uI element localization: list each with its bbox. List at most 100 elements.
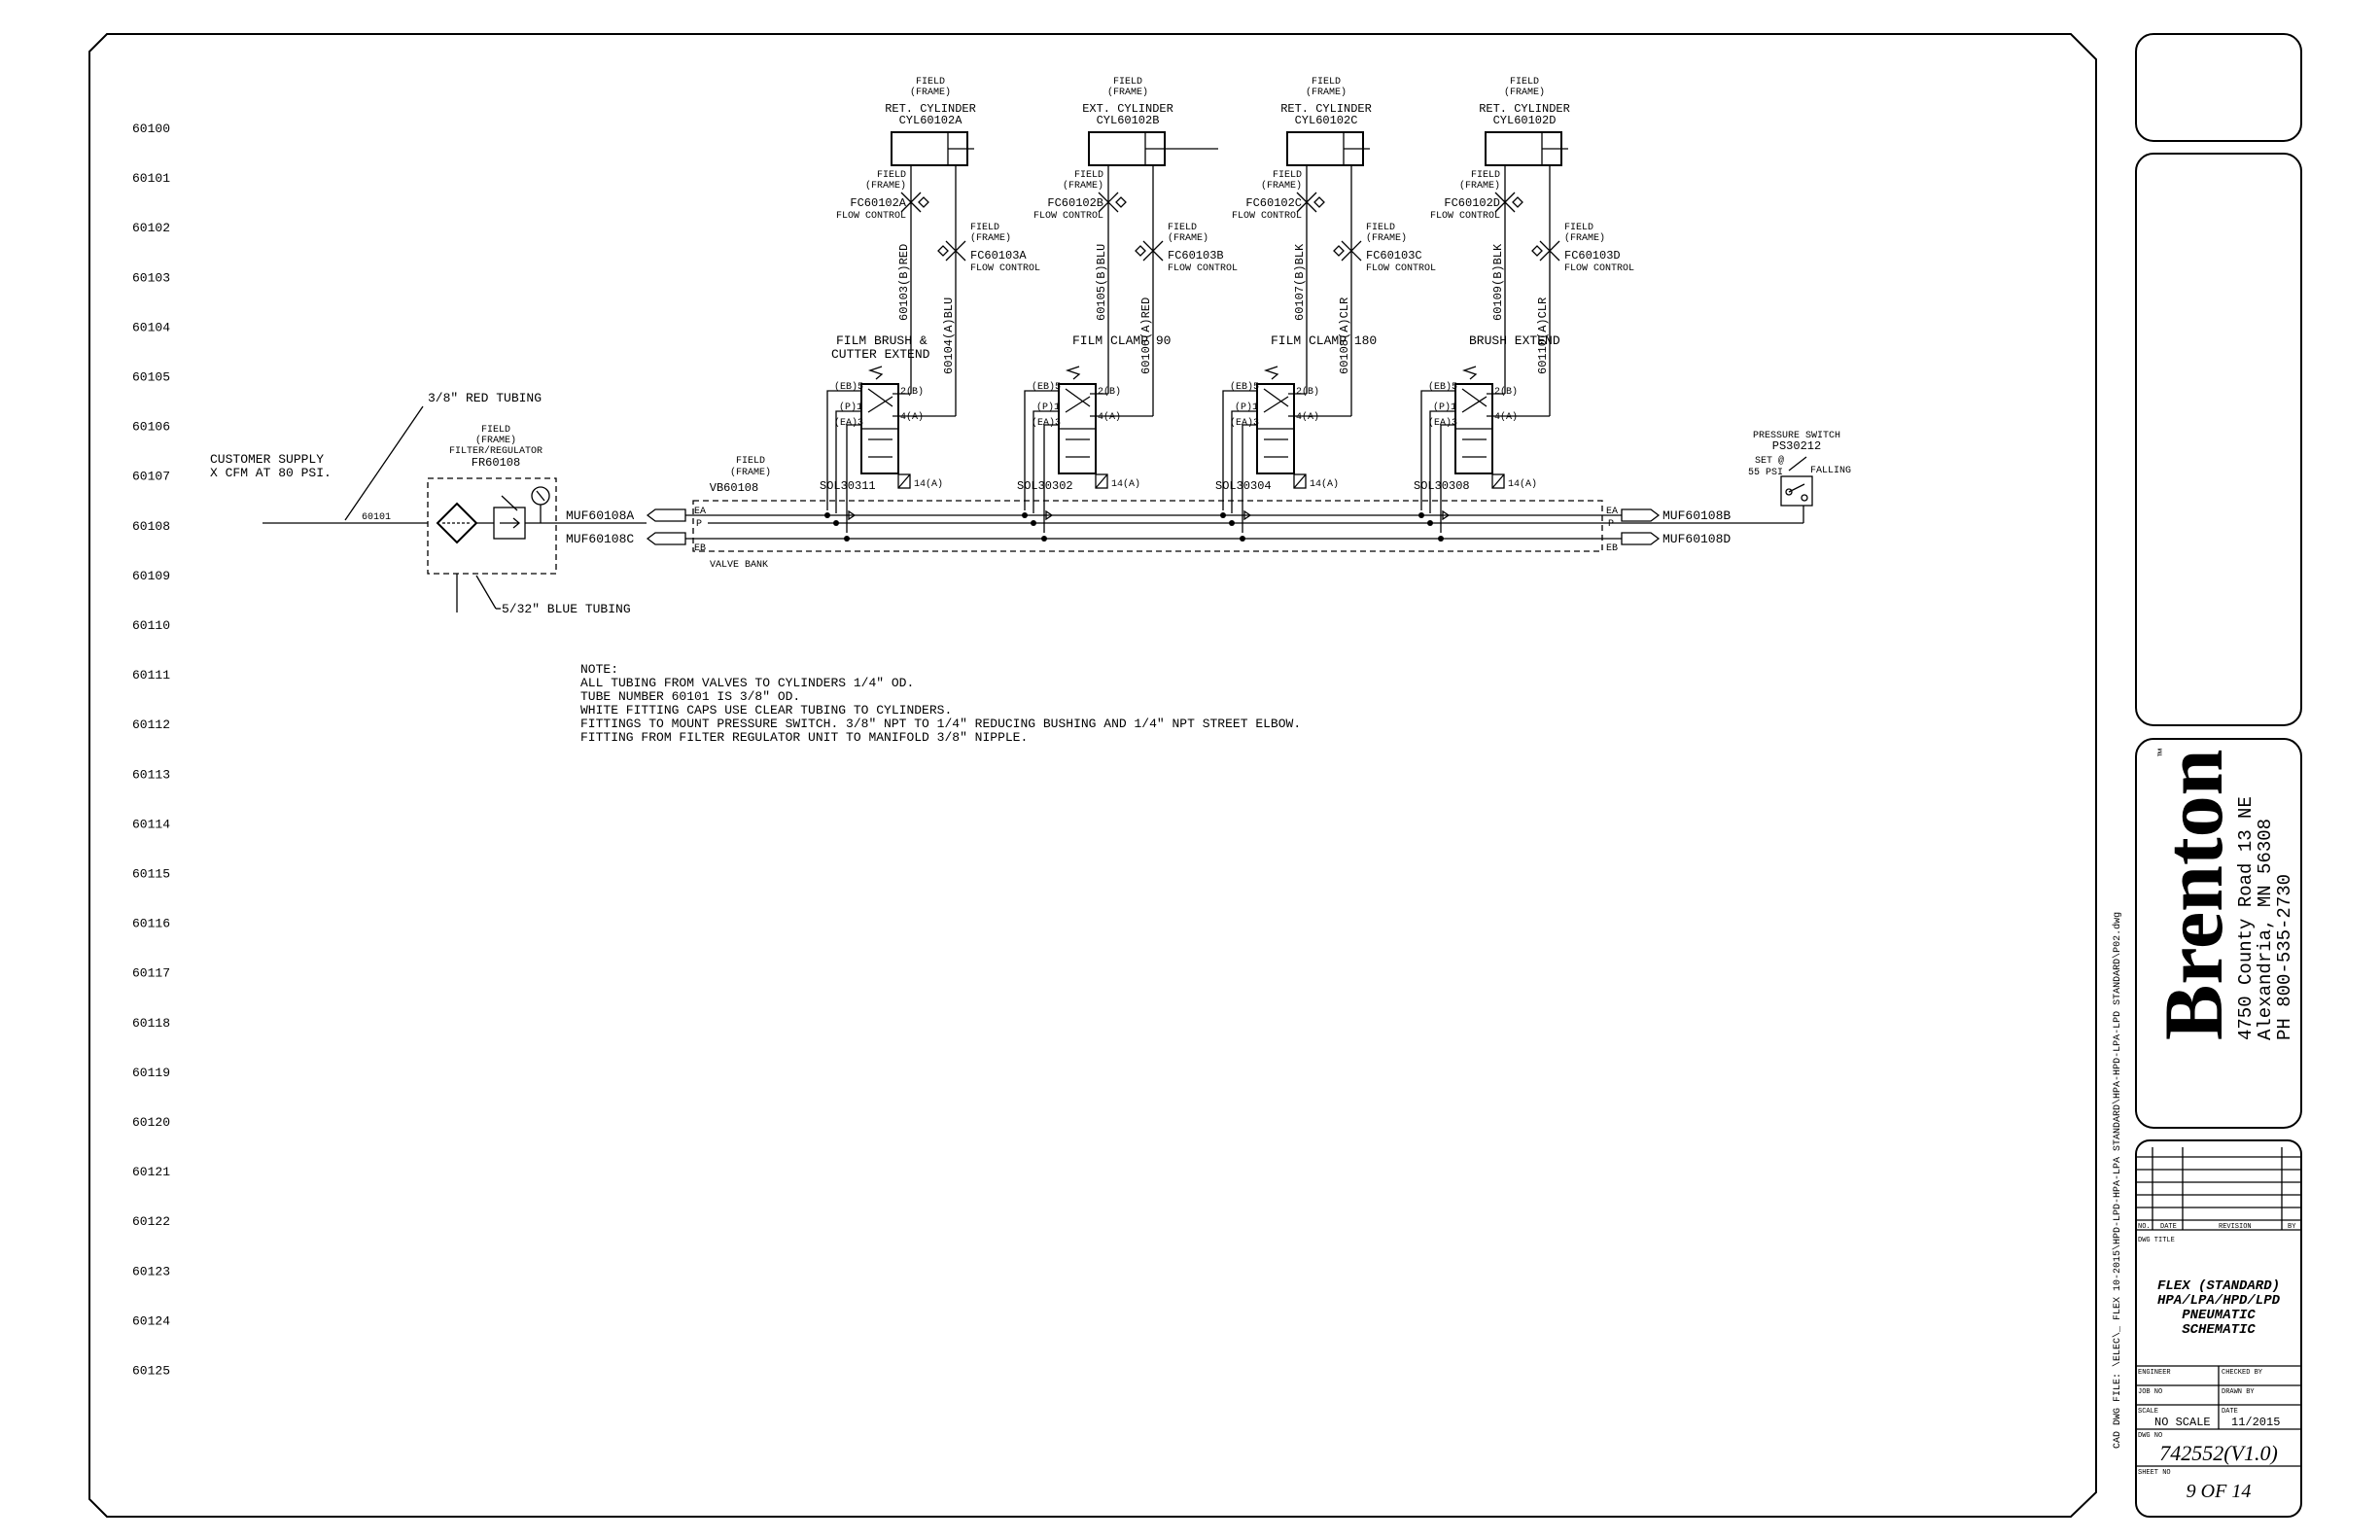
svg-text:ENGINEER: ENGINEER (2138, 1369, 2171, 1377)
cylinder-label: (FRAME) (910, 87, 951, 98)
title-block-fields: ENGINEER CHECKED BY JOB NO DRAWN BY SCAL… (2136, 1365, 2301, 1502)
flow-control-left-label: (FRAME) (865, 180, 906, 192)
check-valve (937, 245, 949, 257)
check-valve (1313, 196, 1325, 208)
flow-control-right-label: (FRAME) (970, 232, 1011, 244)
svg-text:EB: EB (1606, 543, 1618, 554)
svg-text:DATE: DATE (2222, 1408, 2238, 1416)
tube-a-label: 60108(A)CLR (1338, 298, 1351, 374)
svg-text:P: P (1608, 519, 1614, 530)
port-label: (P)1 (1036, 402, 1060, 413)
cylinder-label: (FRAME) (1504, 87, 1545, 98)
svg-text:55 PSI: 55 PSI (1748, 468, 1783, 478)
svg-text:ALL TUBING FROM VALVES TO CYLI: ALL TUBING FROM VALVES TO CYLINDERS 1/4"… (580, 676, 914, 690)
row-number: 60119 (132, 1066, 170, 1080)
flow-control-right-label: FIELD (1366, 223, 1395, 233)
flow-arrowhead (848, 509, 857, 521)
port-label: 4(A) (1296, 411, 1319, 423)
flow-control-right-label: FLOW CONTROL (1564, 263, 1634, 274)
port-label: (P)1 (839, 402, 862, 413)
flow-control-left-label: FIELD (1273, 170, 1302, 181)
check-valve (1135, 245, 1146, 257)
row-number: 60116 (132, 917, 170, 931)
brenton-logo: Brenton (2147, 750, 2240, 1040)
svg-text:X CFM AT 80 PSI.: X CFM AT 80 PSI. (210, 466, 332, 480)
junction (1041, 536, 1047, 542)
cylinder-label: CYL60102D (1493, 114, 1557, 127)
flow-needle (1341, 240, 1362, 262)
port-label: (EA)3 (1230, 417, 1259, 429)
svg-text:PRESSURE SWITCH: PRESSURE SWITCH (1753, 431, 1840, 441)
port-label: 4(A) (900, 411, 924, 423)
pilot-label: 14(A) (914, 478, 943, 490)
flow-control-right-label: FC60103C (1366, 249, 1422, 262)
row-number: 60113 (132, 767, 170, 782)
cylinder-label: FIELD (1113, 77, 1142, 88)
port-label: 4(A) (1098, 411, 1121, 423)
circuit-2: FIELD(FRAME)EXT. CYLINDERCYL60102BFIELD(… (1017, 77, 1238, 542)
function-label: BRUSH EXTEND (1469, 333, 1560, 348)
cylinder-label: CYL60102B (1097, 114, 1160, 127)
company-address-line1: 4750 County Road 13 NE (2235, 796, 2257, 1040)
ea-line (1242, 424, 1257, 533)
solenoid-slash (1491, 473, 1505, 489)
scale-value: NO SCALE (2154, 1416, 2211, 1429)
solenoid-coil (1293, 473, 1307, 489)
row-number: 60105 (132, 370, 170, 385)
port-label: (P)1 (1433, 402, 1456, 413)
flow-control-left-label: FLOW CONTROL (1430, 211, 1500, 222)
notes-block: NOTE: ALL TUBING FROM VALVES TO CYLINDER… (580, 662, 1301, 745)
solenoid-label: SOL30304 (1215, 479, 1272, 493)
flow-arrowhead (1442, 509, 1451, 521)
svg-text:MUF60108A: MUF60108A (566, 508, 634, 523)
port-label: (EB)5 (1032, 381, 1061, 393)
tube-a-label: 60110(A)CLR (1536, 298, 1550, 374)
svg-text:FIELD: FIELD (481, 425, 510, 436)
filter-regulator: FIELD (FRAME) FILTER/REGULATOR FR60108 (427, 425, 647, 575)
title-panel-blank (2135, 153, 2302, 726)
ea-line (846, 424, 861, 533)
row-number: 60123 (132, 1264, 170, 1278)
row-number: 60125 (132, 1364, 170, 1379)
solenoid-slash (897, 473, 911, 489)
port-label: (EB)5 (1428, 381, 1457, 393)
check-valve (1115, 196, 1127, 208)
svg-text:EB: EB (694, 543, 706, 554)
valve-flow-arrow (1263, 388, 1289, 407)
tube-b-label: 60107(B)BLK (1293, 243, 1307, 321)
check-valve (1512, 196, 1523, 208)
svg-text:PNEUMATIC: PNEUMATIC (2182, 1308, 2256, 1323)
valve-spring (1461, 366, 1478, 380)
trademark-mark: ™ (2156, 749, 2171, 756)
svg-text:DRAWN BY: DRAWN BY (2222, 1388, 2255, 1396)
flow-control-right-label: FLOW CONTROL (1168, 263, 1238, 274)
flow-needle (1098, 192, 1119, 213)
cylinder-label: CYL60102A (899, 114, 963, 127)
valve-spring (1263, 366, 1279, 380)
cad-file-path: CAD DWG FILE: \ELEC\_ FLEX 10-2015\HPD-L… (2112, 912, 2123, 1449)
valve-flow-arrow (1065, 388, 1091, 407)
junction (844, 536, 850, 542)
row-number: 60100 (132, 122, 170, 136)
svg-text:WHITE FITTING CAPS USE CLEAR T: WHITE FITTING CAPS USE CLEAR TUBING TO C… (580, 703, 952, 718)
p-line (835, 410, 861, 513)
junction (1438, 536, 1444, 542)
solenoid-label: SOL30308 (1414, 479, 1470, 493)
valve-circuits: FIELD(FRAME)RET. CYLINDERCYL60102AFIELD(… (820, 77, 1634, 542)
revision-table: NO. DATE REVISION BY (2136, 1147, 2301, 1231)
ea-line (1440, 424, 1455, 533)
pressure-switch: PRESSURE SWITCH PS30212 SET @ 55 PSI FAL… (1748, 431, 1851, 523)
flow-control-left-label: (FRAME) (1261, 180, 1302, 192)
pilot-label: 14(A) (1508, 478, 1537, 490)
svg-text:FITTINGS TO MOUNT PRESSURE SWI: FITTINGS TO MOUNT PRESSURE SWITCH. 3/8" … (580, 717, 1301, 731)
junction (1240, 536, 1245, 542)
port-label: (P)1 (1235, 402, 1258, 413)
function-label: CUTTER EXTEND (831, 347, 930, 362)
flow-control-right-label: FIELD (1168, 223, 1197, 233)
flow-control-left-label: FC60102B (1047, 196, 1103, 210)
date-value: 11/2015 (2231, 1416, 2280, 1429)
flow-control-left-label: FIELD (877, 170, 906, 181)
cylinder-label: RET. CYLINDER (1280, 102, 1372, 116)
flow-arrowhead (1243, 509, 1252, 521)
row-number: 60104 (132, 320, 170, 334)
